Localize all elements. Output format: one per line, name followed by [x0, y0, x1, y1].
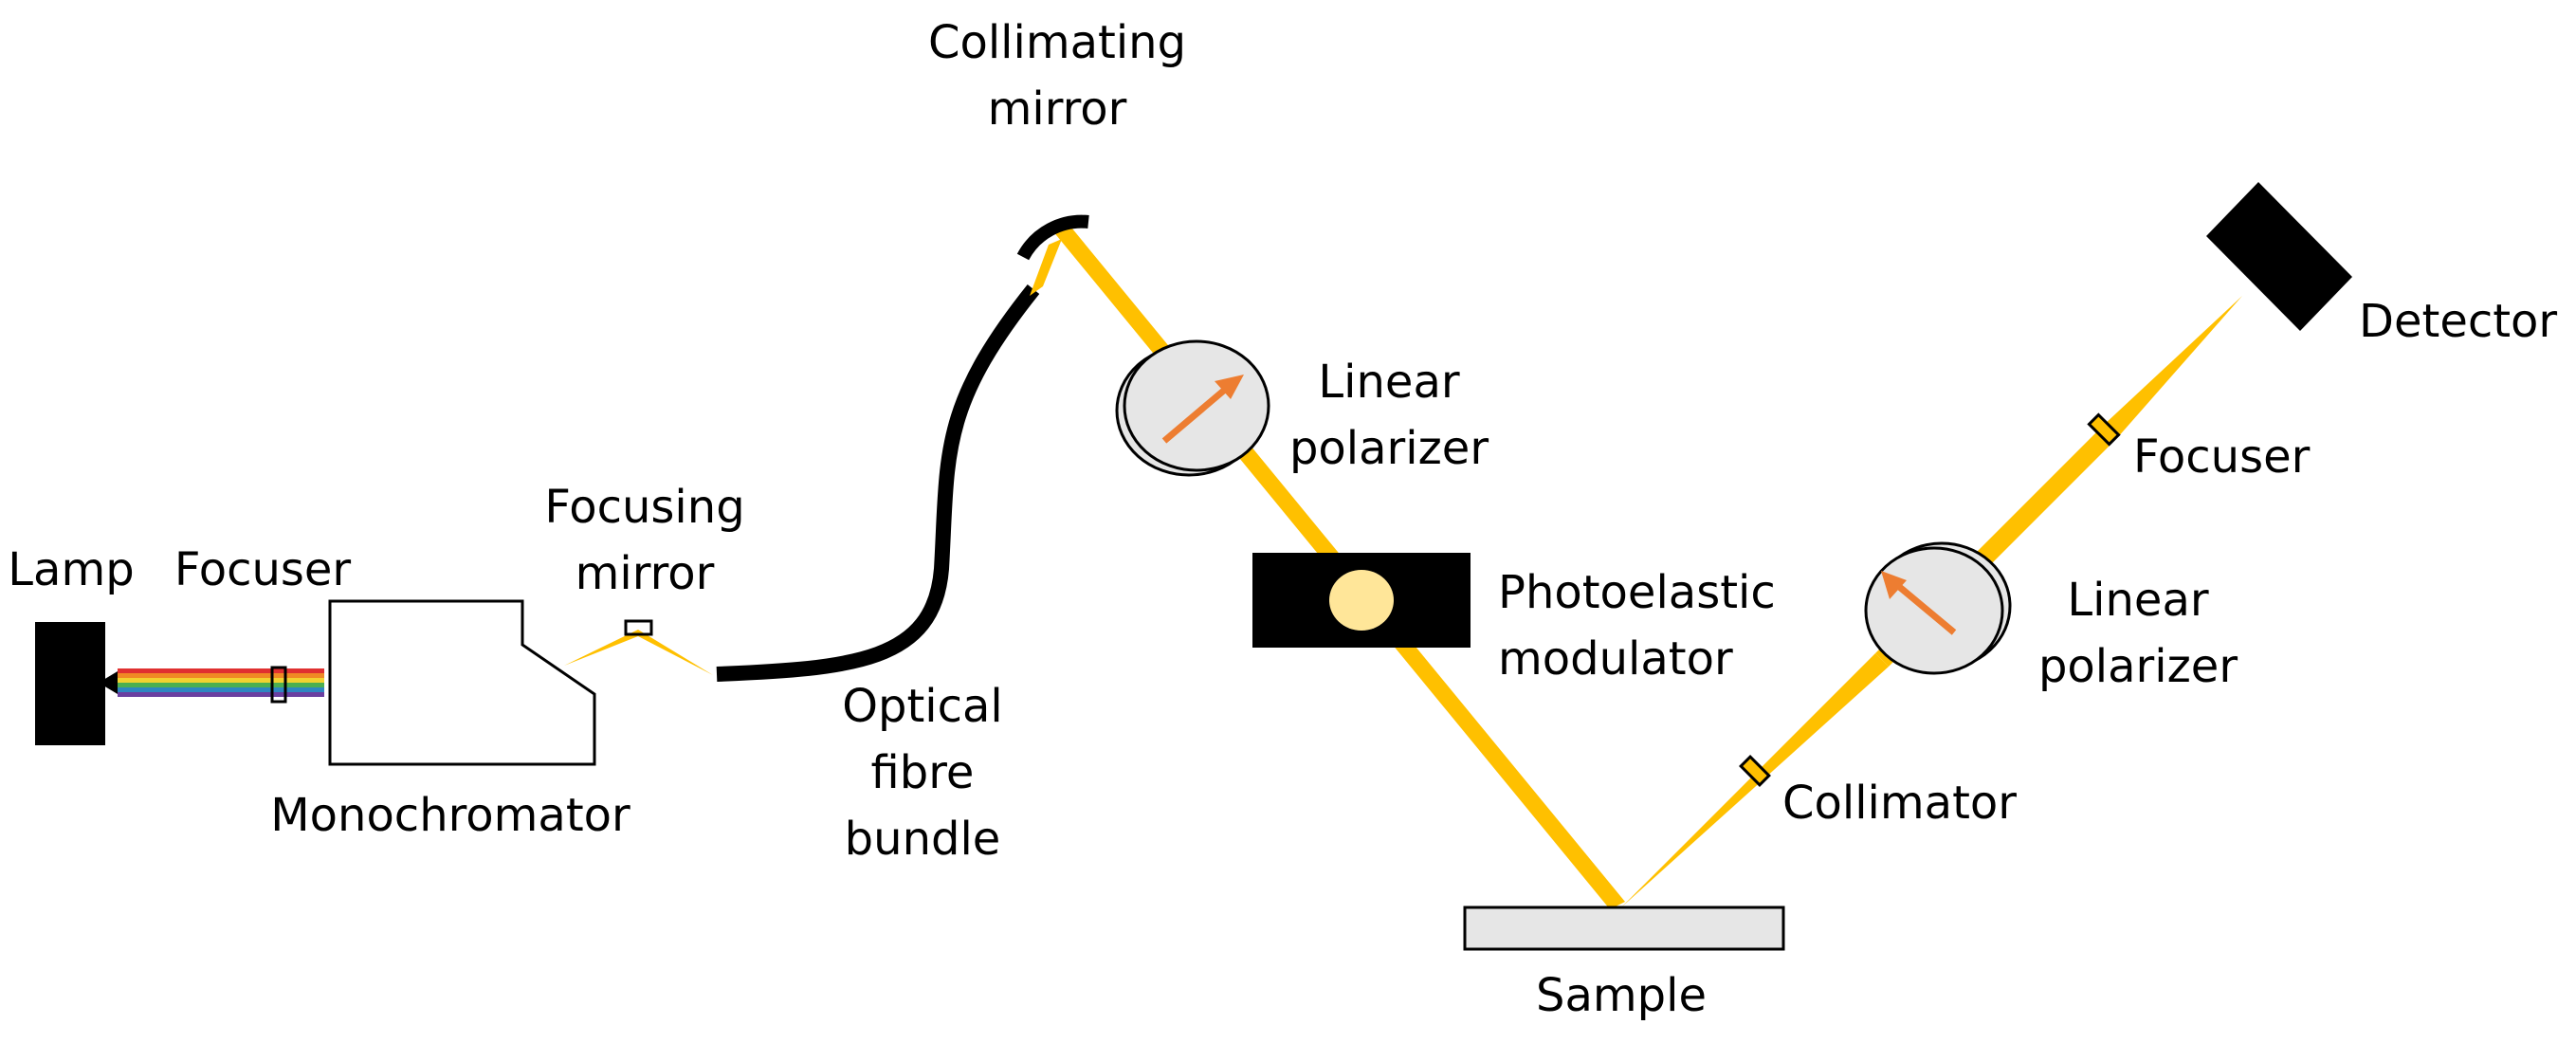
focuser-left	[270, 666, 287, 704]
sample	[1463, 906, 1785, 951]
collimator-label: Collimator	[1782, 777, 2017, 830]
photoelastic-modulator-label: Photoelastic modulator	[1498, 566, 1776, 686]
sample-label: Sample	[1536, 969, 1707, 1022]
lamp-beam-tip	[99, 671, 118, 694]
fibre-to-mirror-beam	[1030, 239, 1062, 296]
optical-fibre-bundle	[716, 284, 1040, 682]
focusing-mirror-label: Focusing mirror	[544, 481, 745, 600]
focuser-left-label: Focuser	[174, 543, 352, 596]
focusing-mirror	[624, 619, 653, 636]
monochromator-label: Monochromator	[270, 789, 630, 842]
detector-label: Detector	[2359, 295, 2558, 348]
linear-polarizer-2	[1864, 541, 2012, 675]
optical-fibre-label: Optical fibre bundle	[842, 680, 1003, 866]
collimating-mirror-label: Collimating mirror	[927, 16, 1187, 136]
monochromator	[328, 599, 596, 766]
lamp	[35, 622, 105, 745]
focuser-right-label: Focuser	[2133, 430, 2311, 484]
photoelastic-modulator	[1252, 553, 1471, 648]
focuser-right	[2087, 412, 2121, 447]
collimating-mirror	[1016, 214, 1089, 261]
linear-polarizer-1-label: Linear polarizer	[1288, 356, 1489, 475]
spectrum-beam	[118, 668, 324, 697]
detector	[2206, 182, 2352, 331]
linear-polarizer-2-label: Linear polarizer	[2037, 574, 2238, 693]
linear-polarizer-1	[1115, 339, 1270, 477]
detector-beam-cone	[2104, 296, 2242, 438]
collimator	[1739, 755, 1771, 787]
focusing-mirror-beam	[564, 630, 713, 675]
lamp-label: Lamp	[8, 543, 135, 596]
